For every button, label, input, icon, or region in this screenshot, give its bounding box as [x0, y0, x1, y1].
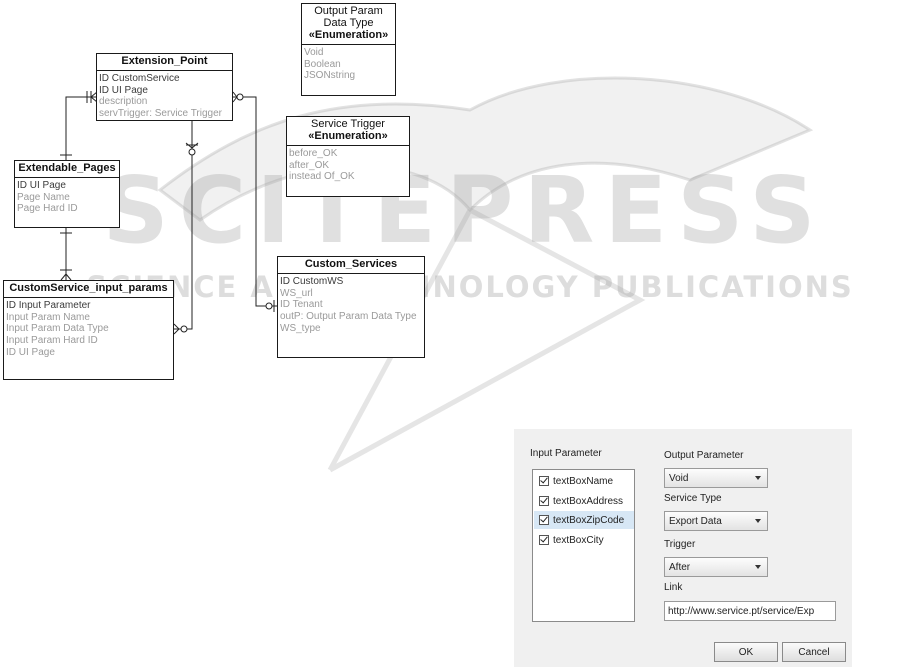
chevron-down-icon	[755, 476, 761, 480]
checkbox-checked-icon[interactable]	[539, 515, 549, 525]
entity-attribute: ID CustomService	[99, 73, 180, 84]
entity-title: Extension_Point	[97, 54, 232, 71]
checkbox-checked-icon[interactable]	[539, 535, 549, 545]
ok-button[interactable]: OK	[714, 642, 778, 662]
cancel-button[interactable]: Cancel	[782, 642, 846, 662]
entity-attribute: ID Tenant	[280, 299, 323, 311]
entity-attribute: ID Input Parameter	[6, 300, 91, 311]
enum-value: JSONstring	[304, 70, 356, 82]
list-item-label: textBoxCity	[553, 534, 604, 546]
entity-customservice-input-params[interactable]: CustomService_input_params ID Input Para…	[3, 280, 174, 380]
link-value: http://www.service.pt/service/Exp	[668, 605, 815, 617]
list-item-label: textBoxZipCode	[553, 514, 625, 526]
trigger-label: Trigger	[664, 539, 696, 550]
entity-attribute: servTrigger: Service Trigger	[99, 108, 222, 120]
list-item[interactable]: textBoxName	[534, 472, 634, 490]
entity-title: CustomService_input_params	[4, 281, 173, 298]
checkbox-checked-icon[interactable]	[539, 496, 549, 506]
enum-value: Boolean	[304, 58, 341, 70]
list-item[interactable]: textBoxAddress	[534, 492, 634, 510]
entity-title: Custom_Services	[278, 257, 424, 274]
entity-custom-services[interactable]: Custom_Services ID CustomWS WS_url ID Te…	[277, 256, 425, 358]
relation-extension-extendable	[65, 96, 97, 160]
entity-stereotype: «Enumeration»	[308, 130, 388, 142]
chevron-down-icon	[755, 565, 761, 569]
link-input[interactable]: http://www.service.pt/service/Exp	[664, 601, 836, 621]
list-item[interactable]: textBoxZipCode	[534, 511, 634, 529]
list-item-label: textBoxAddress	[553, 495, 624, 507]
entity-attribute: ID UI Page	[6, 346, 55, 358]
entity-stereotype: «Enumeration»	[308, 29, 389, 41]
select-value: After	[669, 561, 691, 573]
service-type-select[interactable]: Export Data	[664, 511, 768, 531]
enum-value: after_OK	[289, 159, 330, 171]
service-type-label: Service Type	[664, 493, 722, 504]
input-parameter-label: Input Parameter	[530, 448, 602, 459]
enum-value: instead Of_OK	[289, 171, 355, 183]
entity-title: Extendable_Pages	[15, 161, 119, 178]
entity-title: Service Trigger	[311, 118, 385, 130]
checkbox-checked-icon[interactable]	[539, 476, 549, 486]
entity-service-trigger[interactable]: Service Trigger «Enumeration» before_OK …	[286, 116, 410, 197]
chevron-down-icon	[755, 519, 761, 523]
entity-attribute: ID UI Page	[99, 84, 148, 96]
list-item[interactable]: textBoxCity	[534, 531, 634, 549]
entity-attribute: ID CustomWS	[280, 276, 344, 287]
entity-attribute: Input Param Hard ID	[6, 335, 98, 347]
list-item-label: textBoxName	[553, 475, 614, 487]
entity-attribute: Input Param Name	[6, 311, 90, 323]
entity-attribute: Page Name	[17, 191, 70, 203]
output-parameter-select[interactable]: Void	[664, 468, 768, 488]
select-value: Void	[669, 472, 689, 484]
entity-extendable-pages[interactable]: Extendable_Pages ID UI Page Page Name Pa…	[14, 160, 120, 228]
trigger-select[interactable]: After	[664, 557, 768, 577]
input-parameter-list[interactable]: textBoxName textBoxAddress textBoxZipCod…	[532, 469, 635, 622]
output-parameter-label: Output Parameter	[664, 450, 744, 461]
select-value: Export Data	[669, 515, 722, 527]
entity-attribute: ID UI Page	[17, 180, 66, 191]
entity-attribute: WS_url	[280, 287, 313, 299]
enum-value: before_OK	[289, 148, 338, 159]
relation-extension-inputparams	[174, 121, 193, 330]
entity-attribute: Input Param Data Type	[6, 323, 109, 335]
entity-output-param-data-type[interactable]: Output Param Data Type «Enumeration» Voi…	[301, 3, 396, 96]
relation-extension-customservices	[233, 96, 278, 307]
entity-attribute: Page Hard ID	[17, 203, 78, 215]
entity-title: Output Param Data Type	[314, 5, 383, 29]
entity-extension-point[interactable]: Extension_Point ID CustomService ID UI P…	[96, 53, 233, 121]
custom-service-dialog: Input Parameter textBoxName textBoxAddre…	[514, 429, 852, 667]
enum-value: Void	[304, 47, 324, 58]
entity-attribute: outP: Output Param Data Type	[280, 311, 417, 323]
link-label: Link	[664, 582, 683, 593]
entity-attribute: description	[99, 96, 148, 108]
entity-attribute: WS_type	[280, 322, 321, 334]
